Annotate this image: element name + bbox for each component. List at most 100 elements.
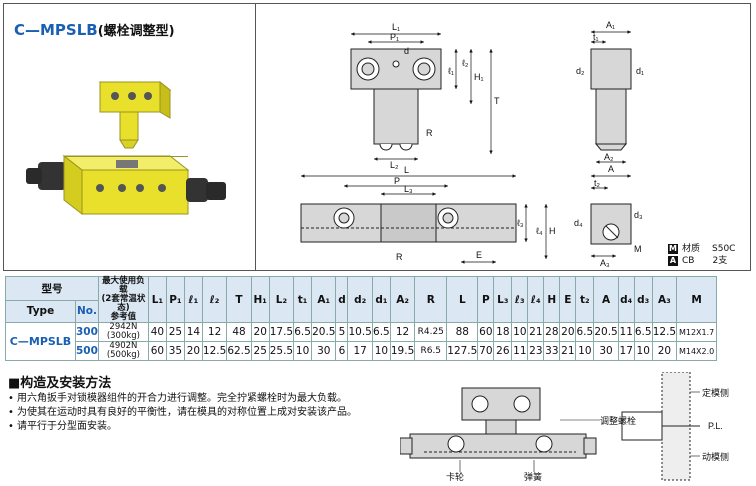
product-subtitle: (螺栓调整型) <box>97 24 175 39</box>
cell: 21 <box>527 322 545 342</box>
material-label: 材质 <box>682 244 701 254</box>
bottom-part-front-view <box>300 203 517 243</box>
label-moving-side: 动模侧 <box>702 451 729 462</box>
header-load: 最大使用负载(2套常温状态)参考值 <box>97 276 149 323</box>
cb-icon: A <box>668 256 678 266</box>
dim-L3: L₃ <box>404 184 413 194</box>
label-pl: P.L. <box>708 421 723 431</box>
cell: 30 <box>593 341 619 361</box>
cell: 26 <box>493 341 513 361</box>
cell: R4.25 <box>414 322 448 342</box>
dim-l1: ℓ₁ <box>448 66 454 76</box>
dim-d1: d₁ <box>636 66 644 76</box>
cell: 17 <box>347 341 373 361</box>
cell: 48 <box>226 322 252 342</box>
cell: 14 <box>183 322 203 342</box>
header-col: T <box>226 276 252 323</box>
label-latch: 卡轮 <box>446 471 464 482</box>
cell: 6.5 <box>575 322 595 342</box>
frame-divider <box>255 3 256 271</box>
row-load: 2942N(300kg) <box>97 322 149 342</box>
dim-t2: t₂ <box>594 178 601 188</box>
cell: 12 <box>201 322 228 342</box>
cell: 10 <box>371 341 391 361</box>
product-title: C—MPSLB(螺栓调整型) <box>14 20 175 39</box>
dimension-drawing: L₁ P₁ d ℓ₁ ℓ₂ H₁ T R L₂ A₁ t₁ d₂ d₁ A₂ <box>300 20 644 268</box>
cell: 6.5 <box>293 322 313 342</box>
row-no: 300 <box>75 322 99 342</box>
cell: 25 <box>165 322 185 342</box>
cell: 10 <box>633 341 653 361</box>
section-title: ■构造及安装方法 <box>8 376 112 391</box>
dim-A: A <box>608 164 614 174</box>
header-col: t₁ <box>293 276 313 323</box>
dim-t1: t₁ <box>593 32 599 42</box>
cell: 17 <box>617 341 635 361</box>
cell: R6.5 <box>414 341 448 361</box>
cell: 127.5 <box>446 341 479 361</box>
top-dimensions <box>351 32 493 161</box>
product-photo <box>26 80 226 216</box>
header-col: E <box>559 276 577 323</box>
header-col: ℓ₃ <box>511 276 529 323</box>
header-col: d₁ <box>371 276 391 323</box>
header-col: ℓ₂ <box>201 276 228 323</box>
cell: 33 <box>543 341 561 361</box>
header-col: P₁ <box>165 276 185 323</box>
header-col: ℓ₄ <box>527 276 545 323</box>
header-col: d₃ <box>633 276 653 323</box>
cell: 20 <box>651 341 678 361</box>
dim-P: P <box>394 176 400 186</box>
row-no: 500 <box>75 341 99 361</box>
dim-l3: ℓ₃ <box>517 218 524 228</box>
dim-R-bottom: R <box>396 252 403 262</box>
product-frame <box>3 3 751 271</box>
cell: 5 <box>335 322 349 342</box>
mold-plates <box>621 372 700 481</box>
header-col: H <box>543 276 561 323</box>
note-item: 请平行于分型面安装。 <box>8 420 368 434</box>
dim-H: H <box>549 226 556 236</box>
dim-A2: A₂ <box>604 152 614 162</box>
header-col: H₁ <box>250 276 270 323</box>
dim-T: T <box>494 96 500 106</box>
cell: 10 <box>575 341 595 361</box>
dim-d3: d₃ <box>634 210 643 220</box>
header-col: L₂ <box>268 276 295 323</box>
dim-A3: A₃ <box>600 258 610 268</box>
header-col: d₂ <box>347 276 373 323</box>
header-col: L₃ <box>493 276 513 323</box>
dim-P1: P₁ <box>390 32 399 42</box>
note-item: 用六角扳手对锁模器组件的开合力进行调整。完全拧紧螺栓时为最大负载。 <box>8 392 368 406</box>
row-load: 4902N(500kg) <box>97 341 149 361</box>
product-code: C—MPSLB <box>14 21 98 39</box>
install-notes: 用六角扳手对锁模器组件的开合力进行调整。完全拧紧螺栓时为最大负载。 为使其在运动… <box>8 392 368 434</box>
cell: 18 <box>493 322 513 342</box>
cell: 20 <box>183 341 203 361</box>
cb-value: 2支 <box>712 256 728 266</box>
cell: 10.5 <box>347 322 373 342</box>
cell: 60 <box>477 322 495 342</box>
type-name: C—MPSLB <box>5 322 76 361</box>
cell: 6.5 <box>371 322 391 342</box>
label-adjust-bolt: 调整螺栓 <box>600 415 636 426</box>
cell: 21 <box>559 341 577 361</box>
cell: 10 <box>293 341 313 361</box>
bottom-part-side-view <box>590 203 632 245</box>
cb-label: CB <box>682 256 695 266</box>
cell: 12.5 <box>201 341 228 361</box>
header-type: Type <box>5 299 76 324</box>
cell: 20 <box>250 322 270 342</box>
header-col: P <box>477 276 495 323</box>
cell: 28 <box>543 322 561 342</box>
cell: 17.5 <box>268 322 295 342</box>
cell: 11 <box>511 341 529 361</box>
header-col: L₁ <box>147 276 167 323</box>
spec-table: 型号 最大使用负载(2套常温状态)参考值 L₁ P₁ ℓ₁ ℓ₂ T H₁ L₂… <box>5 276 718 361</box>
header-col: d <box>335 276 349 323</box>
cell: 12.5 <box>651 322 678 342</box>
installation-diagram: 调整螺栓 定模侧 P.L. 动模侧 卡轮 弹簧 <box>400 372 729 482</box>
